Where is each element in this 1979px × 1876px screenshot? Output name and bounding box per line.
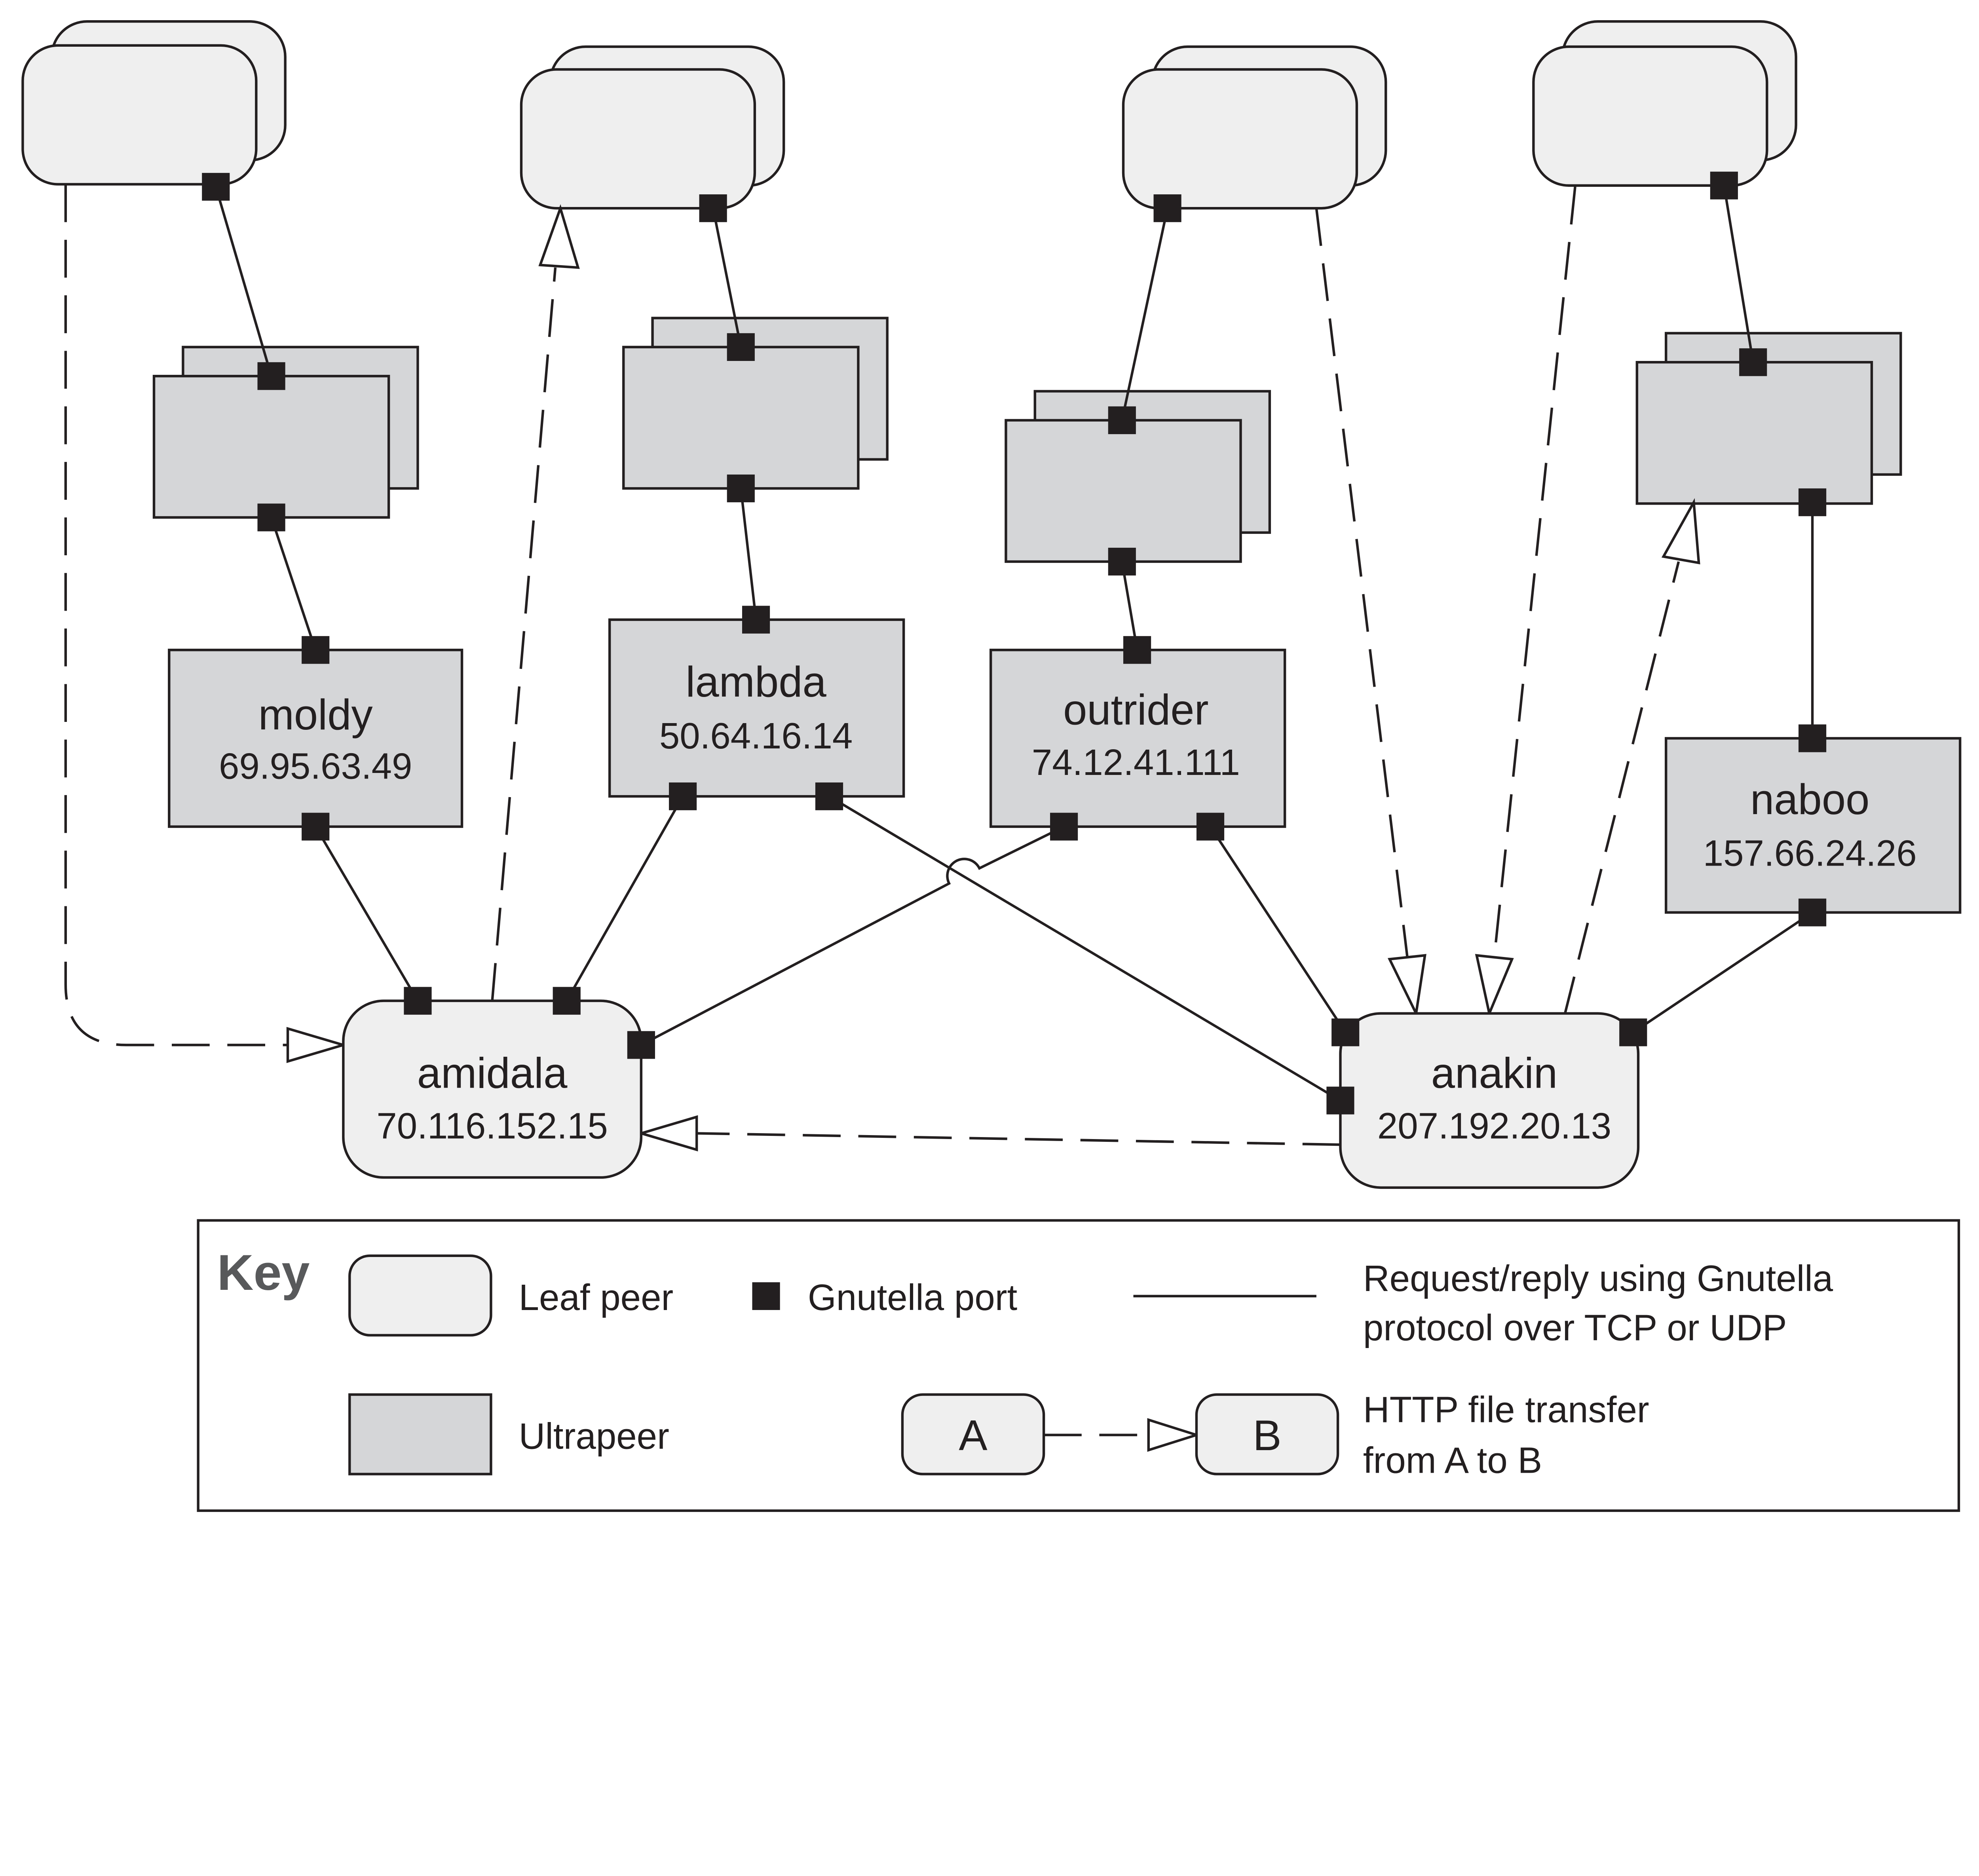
gnutella-port (404, 987, 432, 1015)
gnutella-ports (202, 171, 1827, 1115)
leaf-peer-stack-2 (520, 45, 785, 210)
gnutella-port (742, 606, 770, 634)
node-ip: 69.95.63.49 (219, 745, 412, 786)
node-ip: 157.66.24.26 (1703, 832, 1917, 873)
gnutella-port (1739, 348, 1767, 376)
key-leaf-peer-label: Leaf peer (519, 1277, 674, 1318)
node-ip: 70.116.152.15 (376, 1105, 608, 1146)
ultrapeer-moldy: moldy 69.95.63.49 (168, 649, 463, 828)
gnutella-port (1798, 488, 1827, 516)
leaf-peer-stack-1 (21, 20, 287, 186)
gnutella-port (815, 782, 843, 811)
key-ultrapeer-label: Ultrapeer (519, 1416, 669, 1457)
node-ip: 50.64.16.14 (659, 715, 853, 756)
gnutella-port (1108, 406, 1136, 434)
node-name: naboo (1750, 775, 1869, 823)
gnutella-port (257, 503, 285, 532)
ultrapeer-swatch (348, 1393, 492, 1475)
leaf-peer-swatch (348, 1254, 492, 1337)
leaf-peer-stack-3 (1122, 45, 1387, 210)
ultrapeer-lambda: lambda 50.64.16.14 (608, 618, 905, 798)
gnutella-port (1108, 547, 1136, 576)
gnutella-port (1331, 1018, 1360, 1046)
ultrapeer-stack-3 (1005, 390, 1271, 563)
key-http-line2: from A to B (1363, 1439, 1542, 1481)
gnutella-connections (215, 185, 1814, 1102)
node-name: moldy (258, 691, 373, 739)
key-gnutella-port-label: Gnutella port (808, 1277, 1018, 1318)
gnutella-port (1619, 1018, 1647, 1046)
gnutella-port (727, 474, 755, 503)
gnutella-port (1196, 813, 1225, 841)
gnutella-port (1798, 724, 1827, 752)
dashed-arrowhead (1147, 1418, 1201, 1452)
key-title: Key (217, 1245, 310, 1301)
gnutella-port (1050, 813, 1078, 841)
gnutella-port (1710, 171, 1738, 199)
node-name: lambda (686, 658, 826, 706)
gnutella-port-swatch (752, 1282, 780, 1310)
node-ip: 74.12.41.111 (1032, 742, 1240, 783)
gnutella-port (727, 333, 755, 361)
gnutella-port (202, 173, 230, 201)
leaf-peer-stack-4 (1532, 20, 1797, 187)
ultrapeer-stack-4 (1635, 332, 1902, 505)
ultrapeer-stack-2 (622, 317, 889, 490)
node-name: amidala (417, 1049, 568, 1097)
leaf-peer-amidala: amidala 70.116.152.15 (342, 999, 643, 1179)
key-request-reply-line1: Request/reply using Gnutella (1363, 1258, 1833, 1299)
http-transfers (64, 184, 1700, 1152)
gnutella-port (627, 1031, 655, 1059)
gnutella-port (302, 813, 330, 841)
gnutella-port (302, 636, 330, 664)
gnutella-port (1798, 898, 1827, 927)
gnutella-port (1326, 1086, 1354, 1115)
ultrapeer-stack-1 (152, 346, 419, 519)
ultrapeer-outrider: outrider 74.12.41.111 (989, 649, 1286, 828)
key-request-reply-line2: protocol over TCP or UDP (1363, 1307, 1787, 1348)
node-ip: 207.192.20.13 (1377, 1105, 1611, 1146)
key-legend: Key Leaf peer Gnutella port Request/repl… (197, 1219, 1960, 1512)
ultrapeer-naboo: naboo 157.66.24.26 (1664, 737, 1962, 914)
gnutella-port (669, 782, 697, 811)
key-a-label: A (959, 1411, 988, 1459)
gnutella-port (699, 194, 727, 222)
key-b-label: B (1253, 1411, 1281, 1459)
gnutella-port (553, 987, 581, 1015)
gnutella-network-diagram: moldy 69.95.63.49 lambda 50.64.16.14 out… (21, 20, 1962, 1512)
key-http-line1: HTTP file transfer (1363, 1389, 1649, 1430)
gnutella-port (1153, 194, 1181, 222)
gnutella-port (257, 362, 285, 390)
key-box-b (1195, 1393, 1339, 1475)
gnutella-port (1123, 636, 1151, 664)
leaf-peer-anakin: anakin 207.192.20.13 (1339, 1012, 1640, 1189)
node-name: anakin (1431, 1049, 1557, 1097)
node-name: outrider (1063, 685, 1209, 733)
